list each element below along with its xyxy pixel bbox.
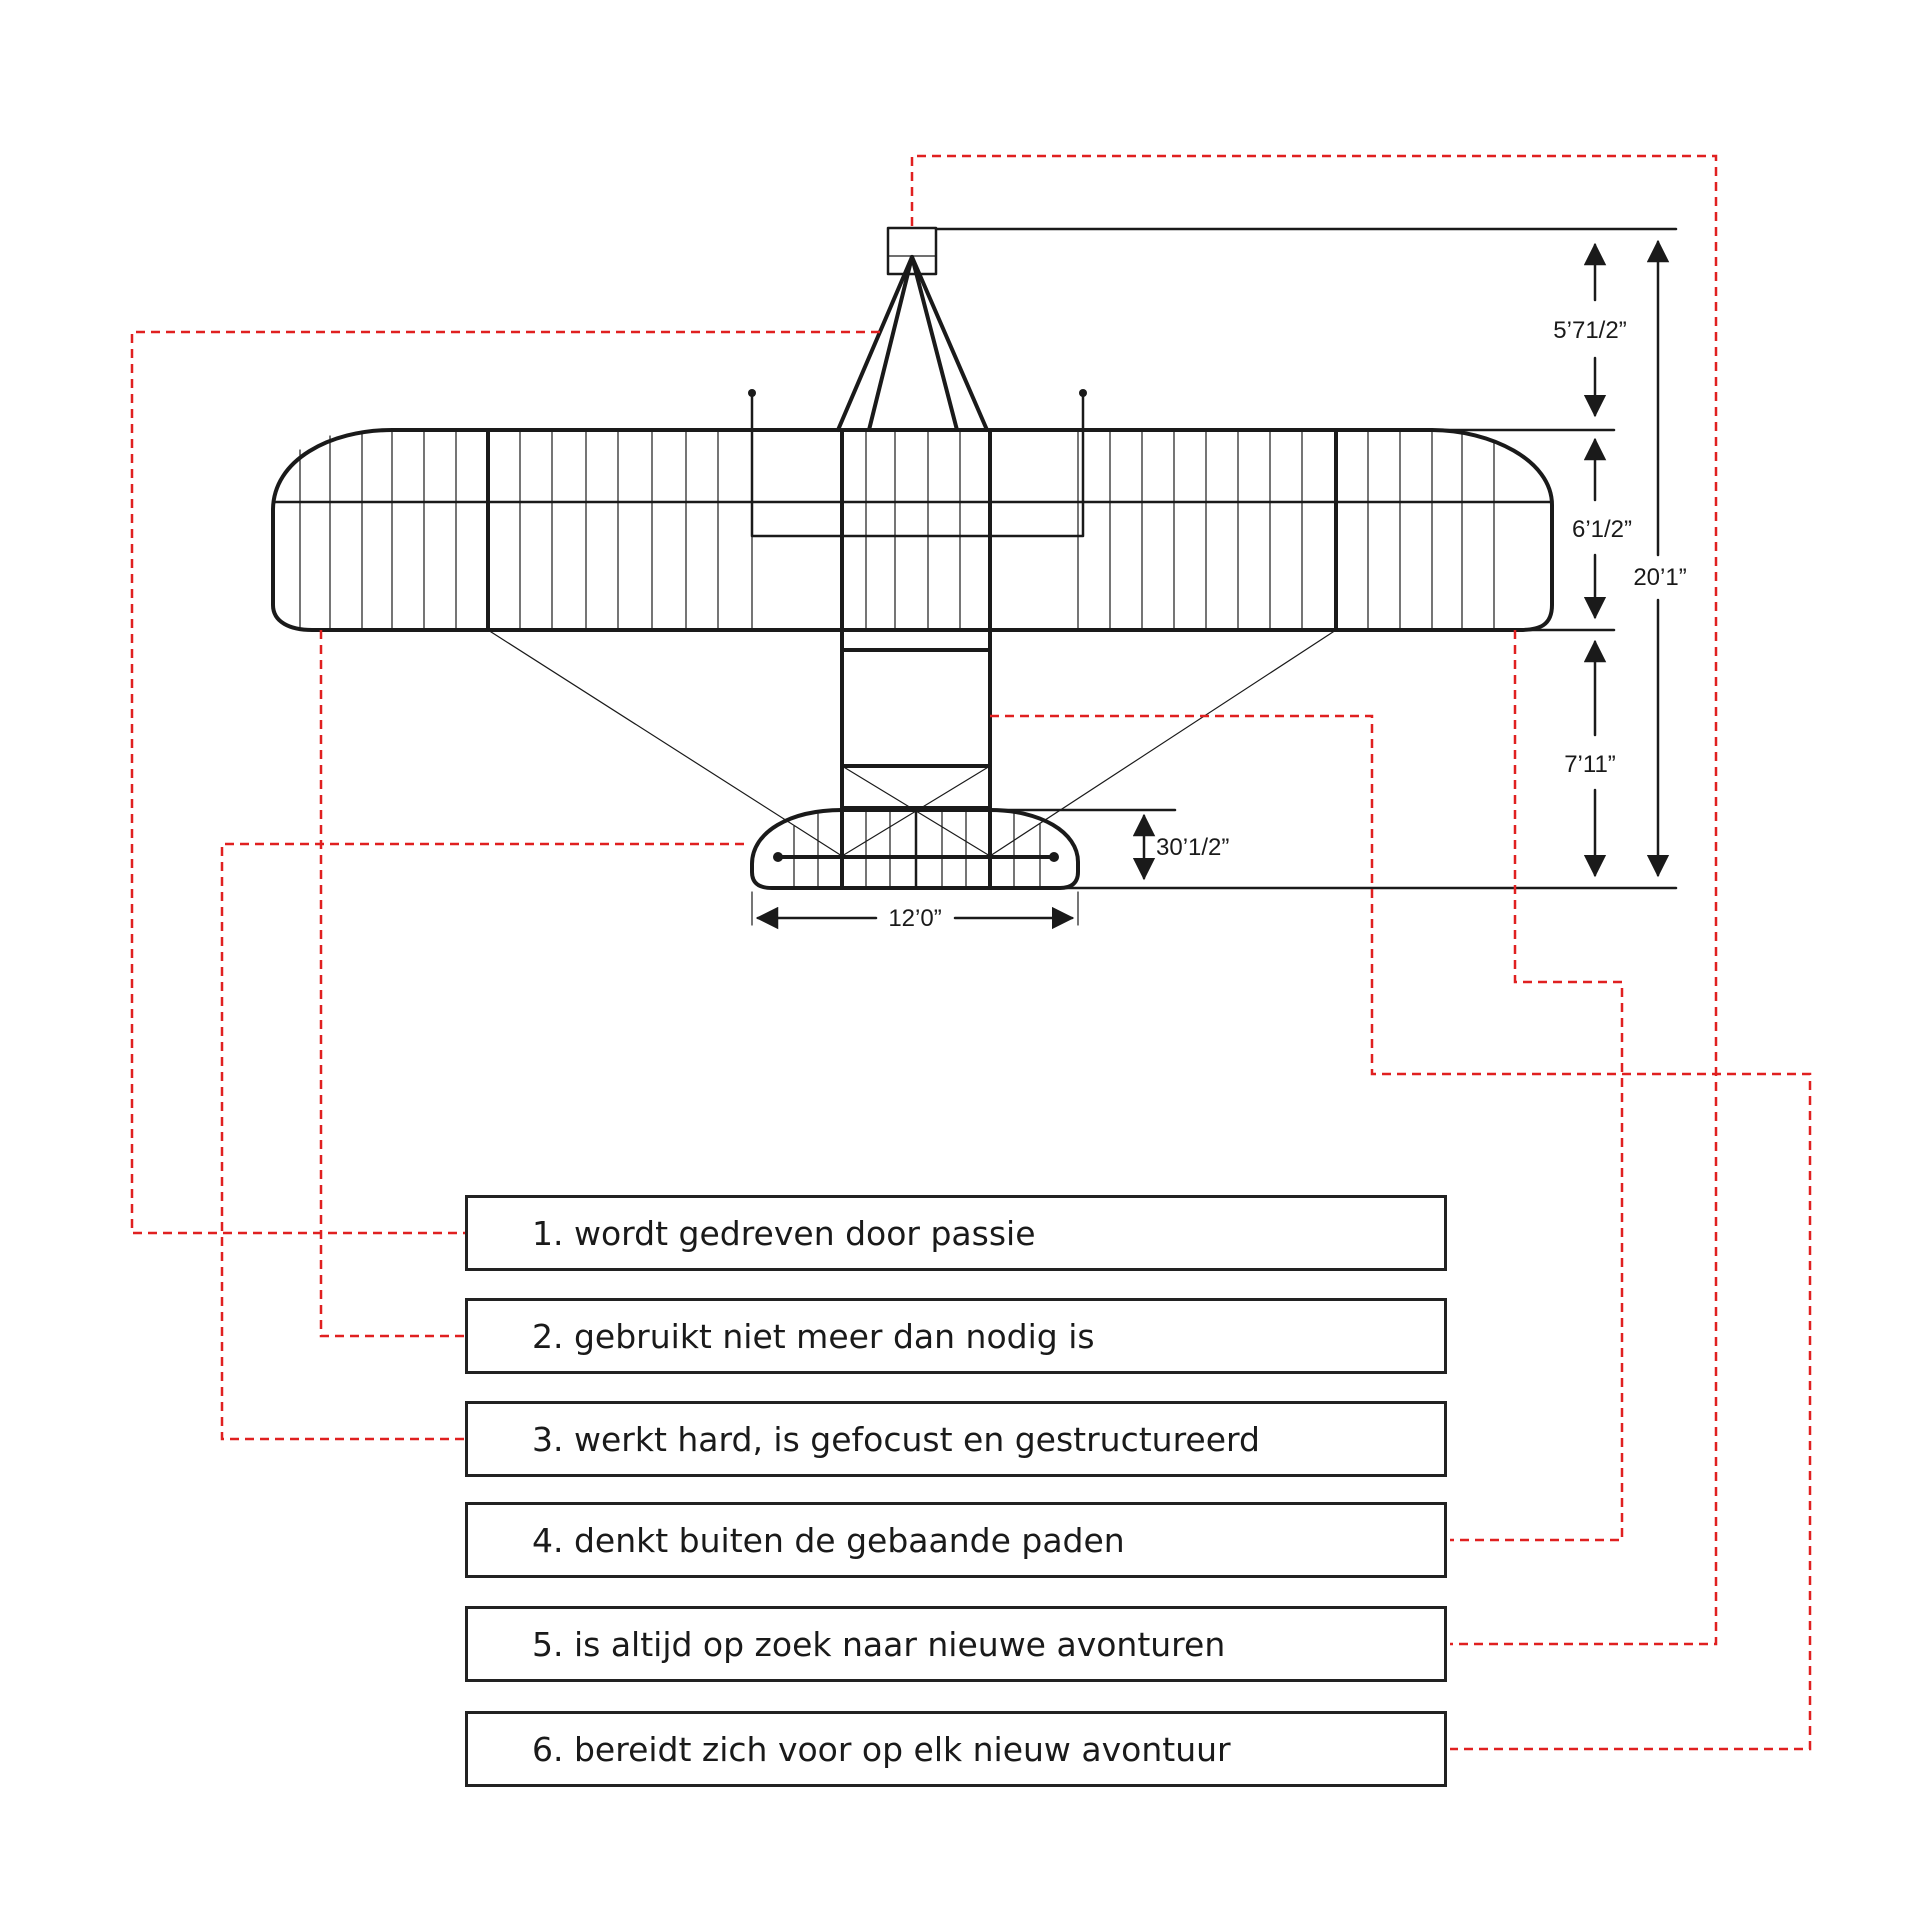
bracing-wires — [487, 629, 1337, 857]
dim-label-overall-length: 20’1” — [1633, 564, 1686, 591]
dimension-lines: 5’71/2” 6’1/2” 7’11” 20’1” 30’1/2” 12’0” — [751, 227, 1687, 932]
label-text-6: 6. bereidt zich voor op elk nieuw avontu… — [532, 1729, 1231, 1769]
label-text-1: 1. wordt gedreven door passie — [532, 1213, 1036, 1253]
main-wing — [271, 428, 1554, 632]
label-box-2: 2. gebruikt niet meer dan nodig is — [465, 1298, 1447, 1374]
tail-booms — [836, 255, 989, 432]
label-text-3: 3. werkt hard, is gefocust en gestructur… — [532, 1419, 1260, 1459]
leader-line-6 — [990, 714, 1812, 1751]
leader-line-2 — [319, 630, 465, 1338]
aircraft-outline — [271, 226, 1554, 890]
rudder-box — [886, 226, 938, 276]
wing-ribs — [299, 429, 1495, 631]
label-box-4: 4. denkt buiten de gebaande paden — [465, 1502, 1447, 1578]
label-box-5: 5. is altijd op zoek naar nieuwe avontur… — [465, 1606, 1447, 1682]
label-box-1: 1. wordt gedreven door passie — [465, 1195, 1447, 1271]
dim-label-elevator-span: 12’0” — [888, 905, 941, 932]
label-text-2: 2. gebruikt niet meer dan nodig is — [532, 1316, 1095, 1356]
dim-label-wing-to-elevator: 7’11” — [1564, 751, 1616, 778]
label-text-5: 5. is altijd op zoek naar nieuwe avontur… — [532, 1624, 1226, 1664]
leader-line-5 — [910, 154, 1718, 1646]
label-text-4: 4. denkt buiten de gebaande paden — [532, 1520, 1125, 1560]
label-box-3: 3. werkt hard, is gefocust en gestructur… — [465, 1401, 1447, 1477]
leader-lines — [130, 154, 1812, 1751]
leader-line-3 — [220, 842, 744, 1441]
leader-line-1 — [130, 330, 880, 1235]
fuselage-frame — [840, 428, 992, 857]
leader-line-4 — [1450, 630, 1624, 1542]
control-frame — [750, 392, 1085, 538]
dim-label-tail-to-wing: 5’71/2” — [1553, 317, 1626, 344]
label-box-6: 6. bereidt zich voor op elk nieuw avontu… — [465, 1711, 1447, 1787]
elevator-ribs — [793, 809, 1041, 889]
dim-label-elevator-chord: 30’1/2” — [1156, 834, 1229, 861]
dim-label-wing-chord: 6’1/2” — [1572, 516, 1632, 543]
